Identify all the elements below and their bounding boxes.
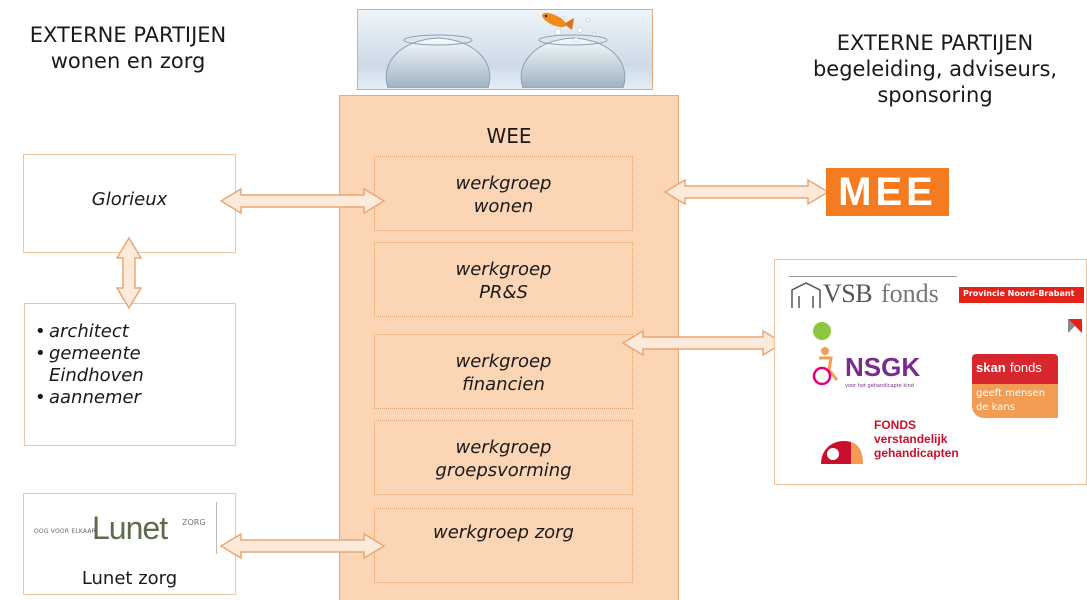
vsb-logo[interactable]: VSB fonds (789, 276, 957, 313)
vsb-bold: VSB (823, 279, 873, 308)
list-item: gemeente Eindhoven (31, 343, 199, 387)
wee-title: WEE (486, 124, 532, 148)
partners-list: architect gemeente Eindhoven aannemer (31, 321, 199, 409)
skan-tagline-1: geeft mensen (976, 388, 1046, 399)
workgroup-prs[interactable]: werkgroep PR&S (374, 242, 633, 317)
right-heading-line3: sponsoring (877, 83, 993, 107)
list-item: aannemer (31, 387, 199, 409)
skan-tagline-2: de kans (976, 402, 1015, 413)
left-heading: EXTERNE PARTIJEN wonen en zorg (0, 22, 256, 74)
lunet-divider (216, 502, 217, 554)
fvg-line2: verstandelijk (874, 432, 948, 446)
fish-bowl-image (357, 9, 653, 90)
nsgk-label: NSGK (845, 352, 921, 382)
nsgk-tagline: voor het gehandicapte kind (845, 383, 914, 389)
vsb-rest: fonds (881, 279, 939, 308)
right-heading: EXTERNE PARTIJEN begeleiding, adviseurs,… (790, 30, 1080, 108)
nsgk-dot-icon (813, 322, 831, 340)
double-arrow-icon (219, 532, 386, 560)
partners-box: architect gemeente Eindhoven aannemer (24, 303, 236, 446)
workgroup-groepsvorming-line2: groepsvorming (435, 460, 572, 481)
vsb-building-icon (791, 282, 821, 308)
provincie-mark-icon (1068, 319, 1082, 333)
provincie-logo[interactable]: Provincie Noord-Brabant (959, 287, 1084, 303)
workgroup-groepsvorming[interactable]: werkgroep groepsvorming (374, 420, 633, 495)
wee-panel (339, 95, 679, 600)
lunet-suffix: ZORG (182, 518, 206, 527)
fvg-line3: gehandicapten (874, 446, 959, 460)
fvg-logo[interactable]: FONDS verstandelijk gehandicapten (817, 418, 959, 468)
mee-logo-text: MEE (838, 170, 937, 214)
double-arrow-icon (115, 236, 143, 310)
skanfonds-logo[interactable]: skan fonds geeft mensen de kans (972, 354, 1058, 418)
left-heading-line2: wonen en zorg (50, 49, 206, 73)
goldfish-icon (542, 12, 574, 30)
double-arrow-icon (219, 187, 386, 215)
workgroup-prs-line2: PR&S (479, 282, 528, 303)
lunet-caption: Lunet zorg (81, 568, 178, 589)
workgroup-financien-line1: werkgroep (455, 351, 552, 372)
skanfonds-top: skan fonds (972, 354, 1058, 384)
right-heading-line2: begeleiding, adviseurs, (812, 57, 1058, 81)
double-arrow-icon (663, 178, 830, 206)
sponsors-box: VSB fonds Provincie Noord-Brabant NSGK v… (774, 259, 1087, 485)
lunet-word: Lunet (92, 510, 168, 546)
lunet-logo: OOG VOOR ELKAAR Lunet ZORG (32, 502, 222, 556)
skan-rest: fonds (1010, 360, 1042, 375)
right-heading-line1: EXTERNE PARTIJEN (836, 31, 1034, 55)
lunet-box[interactable]: OOG VOOR ELKAAR Lunet ZORG Lunet zorg (23, 493, 236, 595)
skanfonds-bottom: geeft mensen de kans (972, 384, 1058, 418)
list-item: architect (31, 321, 199, 343)
provincie-label: Provincie Noord-Brabant (963, 289, 1075, 298)
glorieux-label: Glorieux (91, 189, 168, 210)
workgroup-wonen[interactable]: werkgroep wonen (374, 156, 633, 231)
fvg-line1: FONDS (874, 418, 916, 432)
workgroup-wonen-line1: werkgroep (455, 173, 552, 194)
workgroup-zorg-line1: werkgroep zorg (433, 522, 574, 543)
left-heading-line1: EXTERNE PARTIJEN (29, 23, 227, 47)
fvg-emblem-icon (821, 440, 863, 464)
nsgk-logo[interactable]: NSGK voor het gehandicapte kind (812, 322, 923, 402)
workgroup-financien[interactable]: werkgroep financien (374, 334, 633, 409)
workgroup-groepsvorming-line1: werkgroep (455, 437, 552, 458)
double-arrow-icon (621, 329, 785, 357)
workgroup-financien-line2: financien (462, 374, 545, 395)
workgroup-prs-line1: werkgroep (455, 259, 552, 280)
workgroup-wonen-line2: wonen (473, 196, 534, 217)
lunet-tagline: OOG VOOR ELKAAR (34, 528, 97, 535)
skan-bold: skan (976, 360, 1006, 375)
wheelchair-icon (812, 347, 839, 386)
mee-logo[interactable]: MEE (826, 168, 949, 216)
